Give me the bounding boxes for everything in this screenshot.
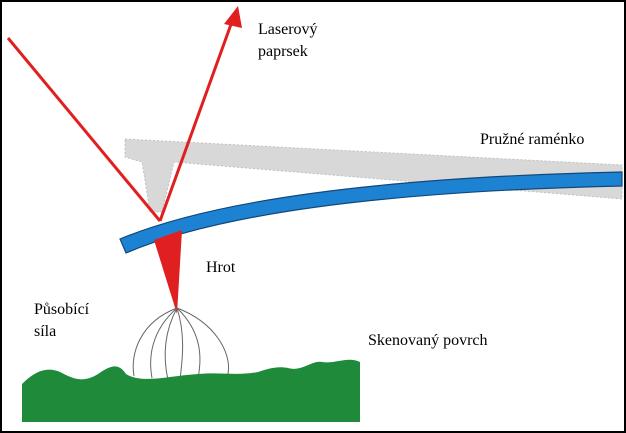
- force-label-line2: síla: [34, 323, 57, 340]
- reflected-beam-arrowhead: [224, 6, 242, 28]
- laser-beam-label-line2: paprsek: [258, 43, 308, 60]
- force-field-lines: [132, 307, 230, 381]
- cantilever-label: Pružné raménko: [480, 131, 585, 148]
- tip-label: Hrot: [206, 259, 236, 276]
- laser-beam-label-line1: Laserový: [258, 21, 318, 38]
- incident-laser-beam: [6, 37, 162, 222]
- probe-tip: [154, 230, 182, 314]
- reflected-laser-beam: [158, 15, 236, 222]
- surface-label: Skenovaný povrch: [368, 332, 488, 349]
- scanned-surface: [22, 359, 360, 422]
- cantilever-beam: [119, 171, 623, 254]
- force-label-line1: Působící: [34, 301, 90, 318]
